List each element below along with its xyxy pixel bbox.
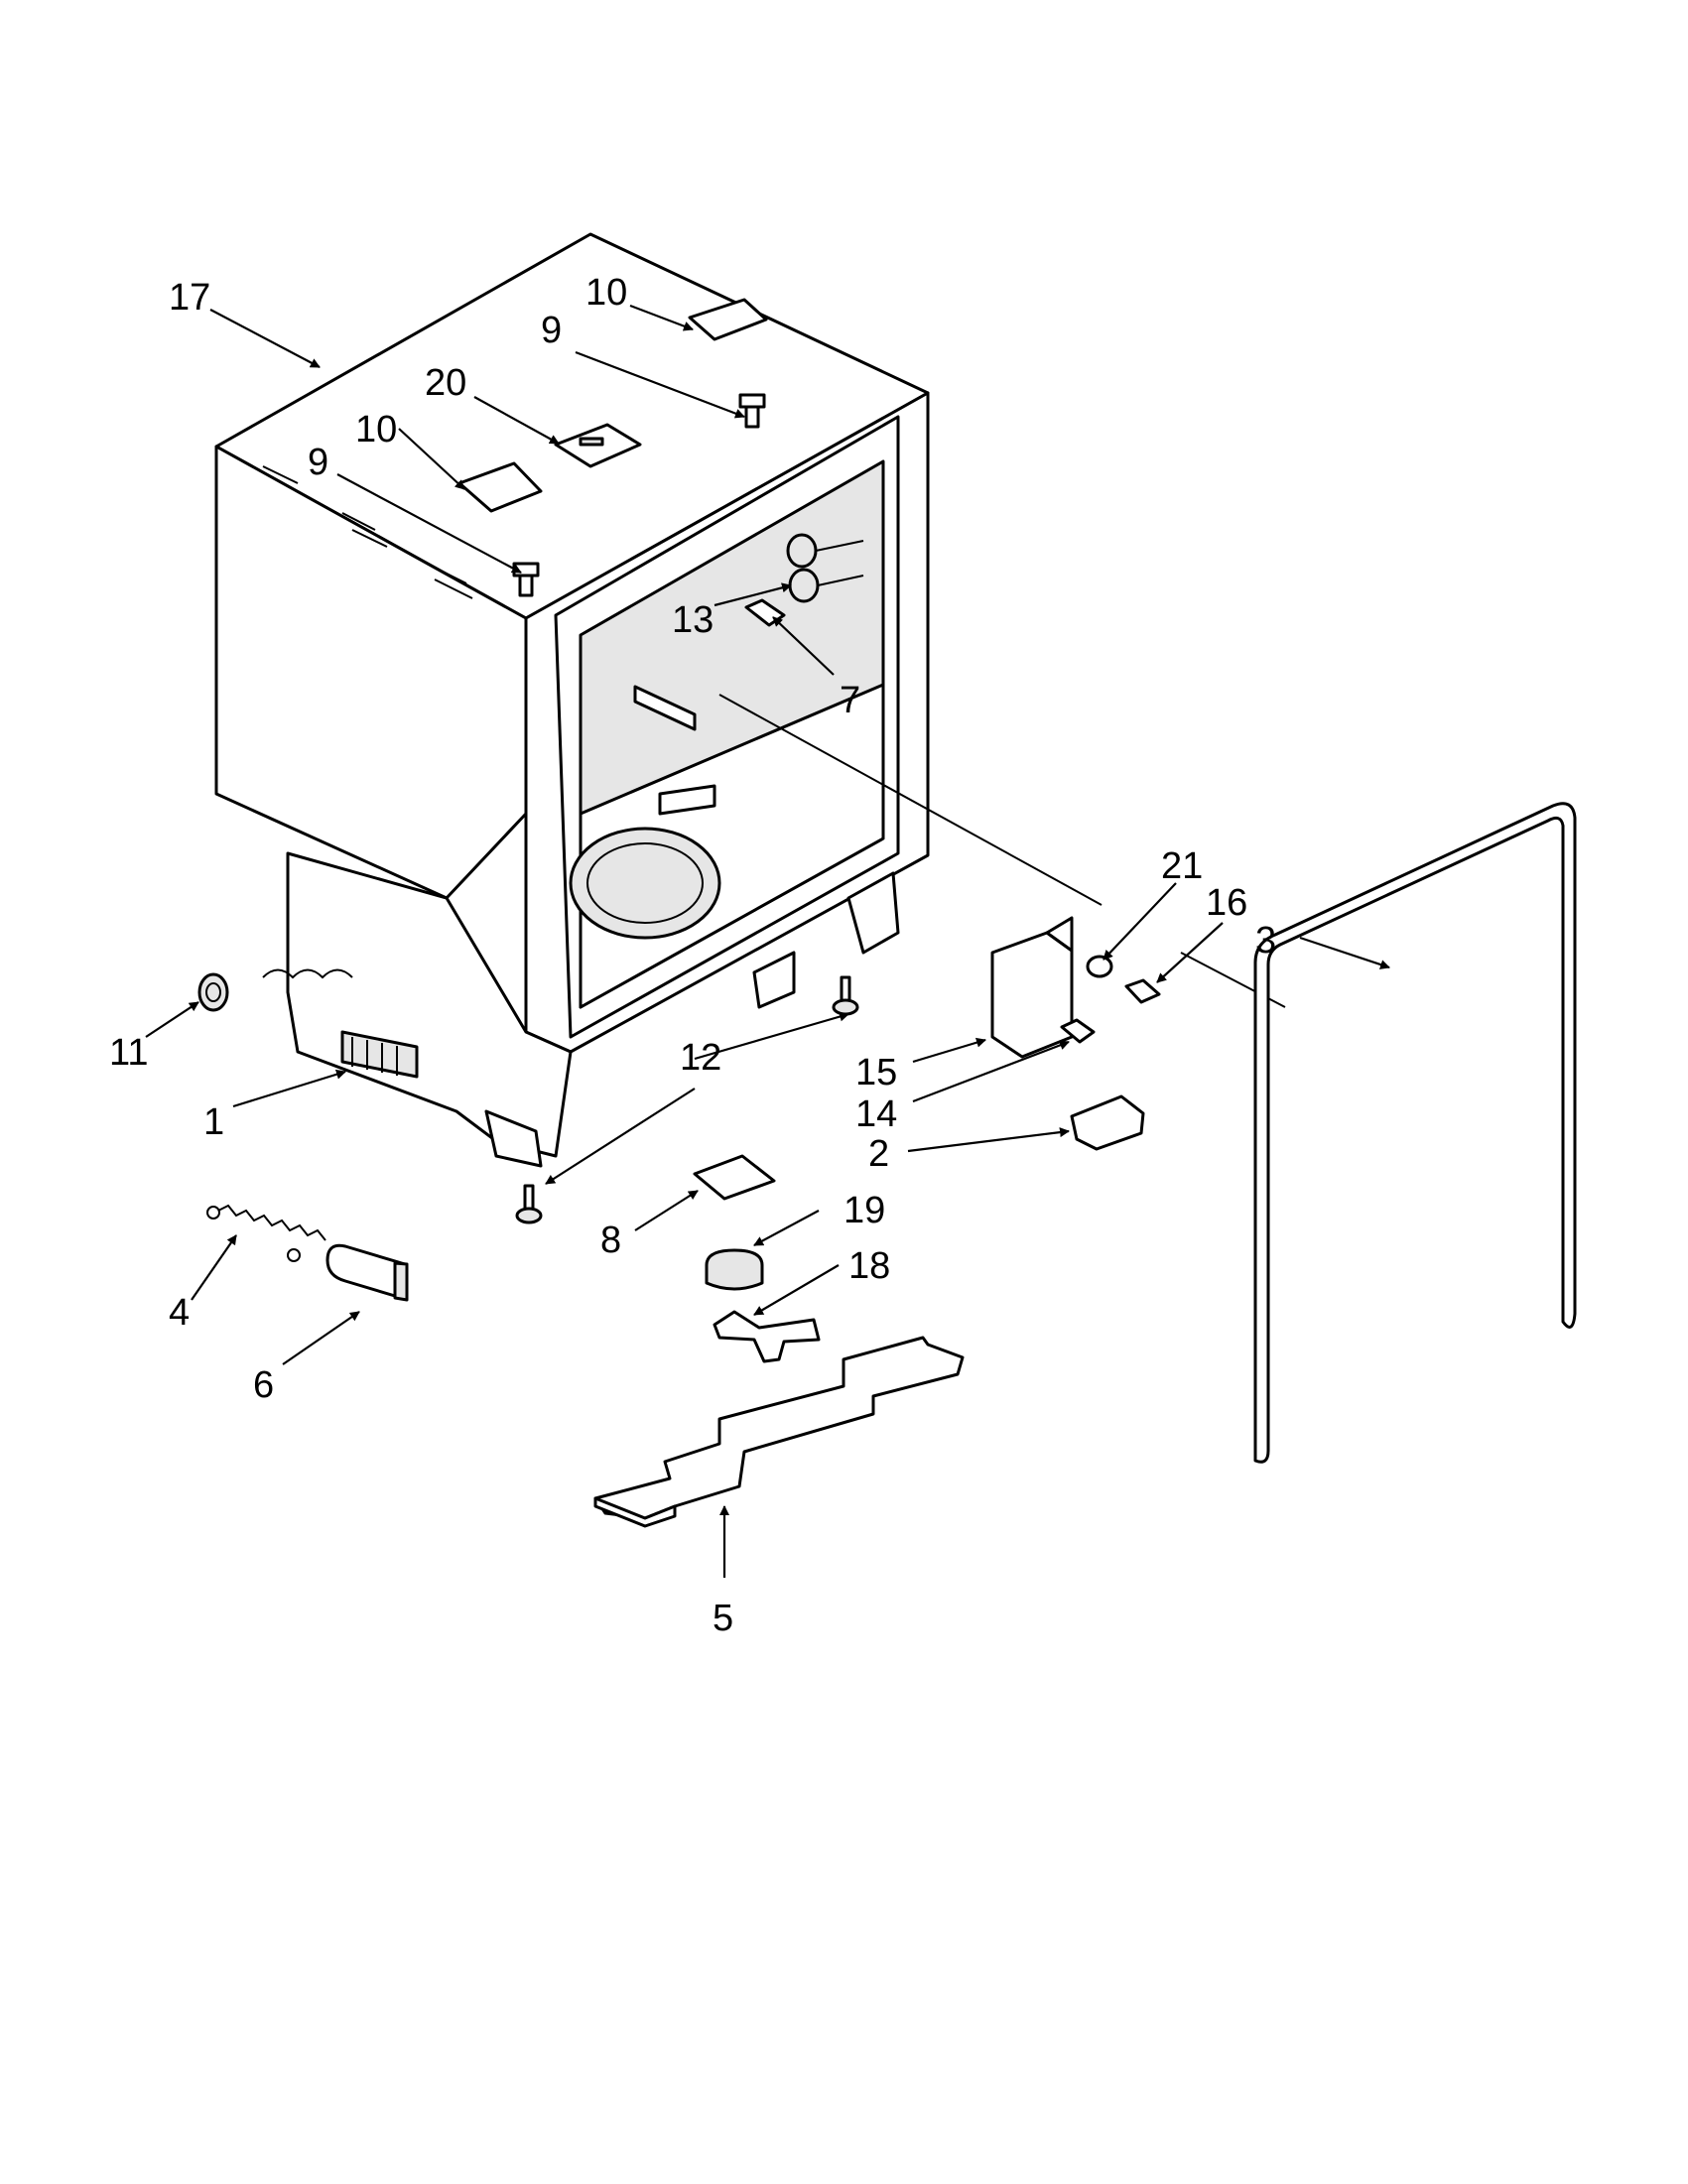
- callout-labels: 17 10 9 20 10 9 13 7 21 16 3 11 15 12 14…: [109, 272, 1276, 1639]
- callout-9-left: 9: [308, 442, 328, 483]
- latch-clip: [1070, 1094, 1145, 1151]
- callout-18: 18: [848, 1245, 890, 1287]
- door-gasket: [1253, 802, 1577, 1464]
- callout-21: 21: [1161, 845, 1203, 887]
- callout-6: 6: [253, 1364, 274, 1406]
- door-hinge-roller: [786, 533, 864, 603]
- base-pan: [593, 1336, 965, 1528]
- side-bracket: [990, 916, 1074, 1059]
- callout-17: 17: [169, 277, 210, 319]
- callout-10-top: 10: [585, 272, 627, 314]
- foot-pad: [325, 1243, 409, 1302]
- callout-4: 4: [169, 1292, 190, 1334]
- callout-5: 5: [713, 1598, 733, 1639]
- thermostat-bracket: [713, 1310, 821, 1363]
- thermostat: [705, 1248, 764, 1291]
- callout-11: 11: [109, 1032, 148, 1074]
- callout-3: 3: [1255, 920, 1276, 962]
- callout-12-upper: 12: [680, 1037, 721, 1079]
- callout-10-left: 10: [355, 409, 397, 450]
- grommet: [197, 972, 229, 1012]
- bracket-screw-16: [1124, 978, 1161, 1004]
- callout-20: 20: [425, 362, 466, 404]
- mounting-screw-right: [738, 393, 766, 429]
- callout-8: 8: [600, 1220, 621, 1261]
- callout-13: 13: [672, 599, 714, 641]
- callout-7: 7: [840, 680, 860, 721]
- callout-14: 14: [855, 1093, 897, 1135]
- callout-2: 2: [868, 1133, 889, 1175]
- callout-15: 15: [855, 1052, 897, 1093]
- bracket-screw-14: [1060, 1018, 1096, 1044]
- leader-lines: [145, 304, 1390, 1578]
- leveling-leg-upper: [832, 975, 859, 1016]
- callout-16: 16: [1206, 882, 1247, 924]
- callout-9-top: 9: [541, 310, 562, 351]
- leveling-leg-lower: [515, 1184, 543, 1224]
- tub-assembly: [214, 232, 930, 1168]
- callout-19: 19: [844, 1190, 885, 1231]
- callout-1: 1: [203, 1101, 224, 1143]
- mounting-bracket-right: [688, 298, 768, 341]
- door-spring: [206, 1204, 326, 1262]
- washer-21: [1086, 955, 1113, 978]
- shield-plate: [693, 1154, 776, 1201]
- mounting-bracket-left: [457, 461, 543, 513]
- bracket-plate-20: [554, 423, 642, 468]
